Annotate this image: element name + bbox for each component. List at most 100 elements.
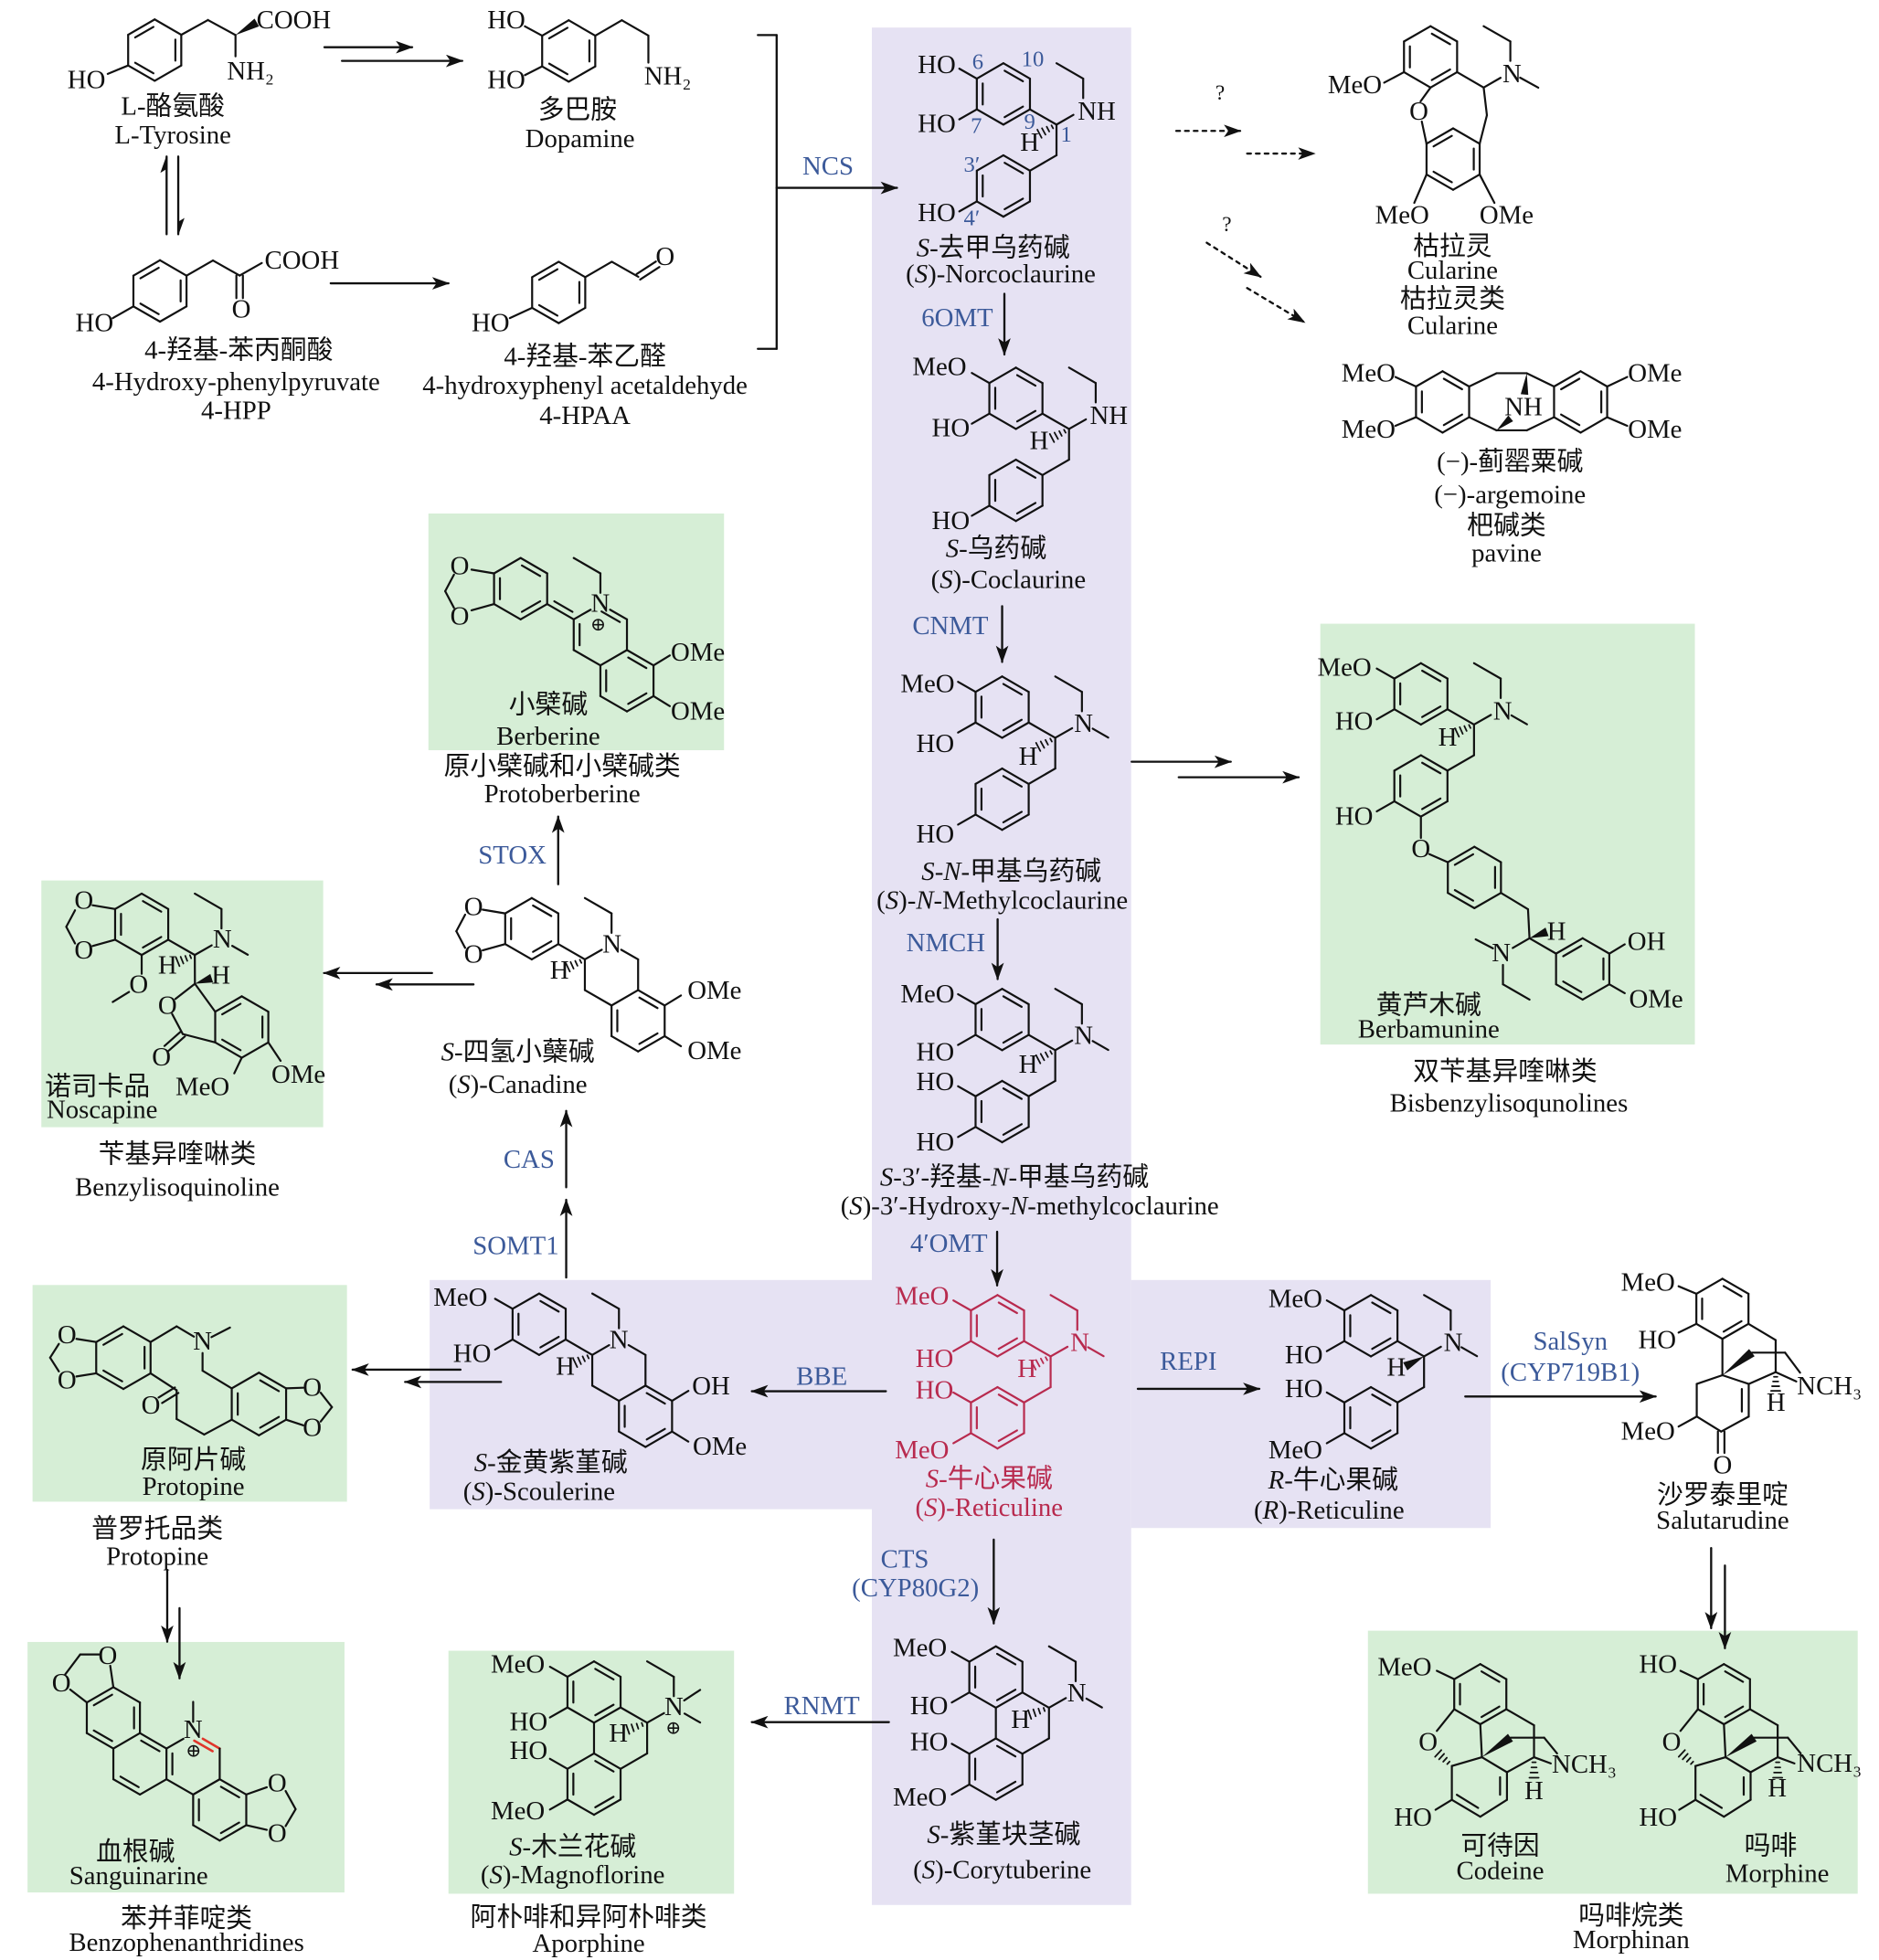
bond	[1434, 1798, 1453, 1811]
hash-bond	[1049, 737, 1053, 743]
bond	[1001, 1079, 1030, 1097]
bond	[537, 1338, 568, 1356]
atom-label: O	[463, 938, 483, 969]
wedge-bond	[1722, 1349, 1755, 1375]
bond	[1049, 1345, 1069, 1358]
compound-name-zh: 诺司卡品	[45, 1071, 151, 1102]
bond	[1343, 1340, 1373, 1358]
structure-salutarudine	[1677, 1277, 1801, 1455]
bond	[594, 1760, 615, 1773]
bond	[1054, 988, 1083, 1006]
bond	[1014, 366, 1044, 385]
bond	[1525, 372, 1555, 388]
bond	[194, 892, 223, 910]
atom-label: O	[1661, 1726, 1682, 1757]
bond	[1325, 1432, 1346, 1445]
bond	[1003, 69, 1024, 83]
wedge-bond	[235, 18, 260, 36]
atom-label: MeO	[1375, 200, 1429, 231]
bond	[637, 1034, 666, 1053]
compound-name-zh: 小檗碱	[508, 689, 589, 720]
bond	[994, 1645, 1024, 1663]
atom-label: O	[303, 1412, 323, 1443]
bond	[541, 19, 570, 37]
atom-label: HO	[1334, 705, 1374, 736]
hash-bond	[184, 955, 188, 962]
bond	[1784, 1351, 1801, 1374]
atom-label: N	[1074, 708, 1094, 739]
atom-label: NCH₃	[1552, 1749, 1617, 1780]
atom-label: HO	[1394, 1801, 1432, 1832]
bond	[974, 767, 1003, 785]
atom-label: MeO	[1341, 357, 1396, 388]
atom-label: MeO	[1317, 652, 1372, 683]
atom-label: H	[1546, 916, 1566, 947]
bond	[548, 1757, 569, 1770]
class-name-en: Protoberberine	[483, 778, 641, 809]
bond	[524, 25, 544, 37]
enzyme-label-ncs: NCS	[802, 151, 855, 182]
bond	[994, 1691, 1024, 1710]
enzyme-label-cas: CAS	[503, 1143, 555, 1174]
bond	[259, 1379, 281, 1393]
bond	[539, 1299, 560, 1313]
bond	[214, 1041, 243, 1059]
bond	[1441, 370, 1470, 388]
bond	[618, 1384, 647, 1403]
bond	[192, 1824, 221, 1842]
atom-label: MeO	[900, 978, 955, 1009]
bond	[207, 18, 237, 37]
bond	[1028, 108, 1058, 126]
bond	[319, 1392, 334, 1409]
bond	[950, 1743, 971, 1755]
compound-name-en: (S)-Reticuline	[915, 1491, 1064, 1522]
bond	[619, 1706, 649, 1724]
bond	[610, 260, 640, 279]
atom-locant: 6	[971, 48, 984, 74]
atom-label: N	[1074, 1020, 1094, 1051]
bond	[1479, 1663, 1508, 1680]
bond	[1579, 370, 1608, 388]
bond	[610, 989, 640, 1007]
bond	[493, 602, 522, 620]
bond	[1393, 800, 1422, 818]
compound-name-en: (S)-Magnoflorine	[480, 1859, 665, 1890]
bond	[524, 65, 544, 77]
bond	[201, 1369, 233, 1390]
bond	[663, 1034, 683, 1048]
bond	[652, 694, 671, 707]
bond	[532, 904, 553, 917]
bond	[119, 1775, 140, 1788]
bond	[1453, 853, 1475, 866]
bond	[1560, 377, 1581, 391]
bond	[557, 260, 587, 279]
bond	[258, 1418, 288, 1436]
hash-bond	[1039, 1053, 1046, 1062]
bond	[652, 654, 671, 667]
bond	[1325, 1340, 1346, 1352]
bond	[1560, 413, 1581, 427]
bond	[627, 656, 648, 670]
structure-magnoflorine	[548, 1660, 702, 1817]
bond	[158, 305, 188, 323]
bond	[572, 649, 602, 667]
bond	[530, 896, 560, 915]
bond	[111, 1778, 142, 1796]
hash-bond	[1459, 726, 1464, 735]
structure-morphine	[1677, 1663, 1802, 1818]
bond	[1436, 1708, 1456, 1732]
atom-label: HO	[915, 1374, 954, 1405]
compound-name-en: (S)-3′-Hydroxy-N-methylcoclaurine	[840, 1190, 1219, 1221]
bond	[1015, 466, 1037, 479]
bond	[539, 1335, 560, 1349]
atom-label: HO	[471, 307, 510, 338]
bond	[192, 1778, 221, 1796]
bond	[1087, 1346, 1105, 1358]
bond	[970, 1432, 999, 1450]
bond	[1003, 162, 1024, 175]
bond	[1677, 1285, 1698, 1295]
compound-name-en: 4-Hydroxy-phenylpyruvate	[91, 366, 380, 397]
atom-label: N	[664, 1691, 684, 1722]
bond	[1606, 416, 1629, 428]
hash-bond	[1039, 1357, 1045, 1364]
